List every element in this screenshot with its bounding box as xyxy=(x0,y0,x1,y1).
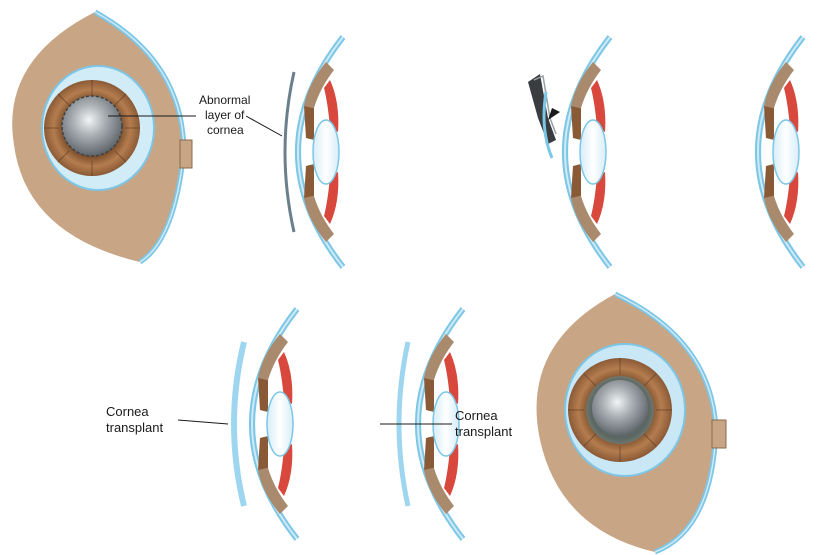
transplant-leader-left xyxy=(178,420,228,424)
cornea-transplant-label-right: Cornea transplant xyxy=(455,408,512,439)
eyeball-front-icon xyxy=(12,12,192,262)
eye-cross-section-icon xyxy=(565,37,610,267)
abnormal-layer-leader-2 xyxy=(246,116,282,136)
eyeball-front-icon xyxy=(537,294,726,552)
eye-cross-section-icon xyxy=(758,37,803,267)
cornea-transplant-label-left: Cornea transplant xyxy=(106,404,163,435)
abnormal-layer-label: Abnormal layer of cornea xyxy=(199,93,254,137)
transplanted-cornea-icon xyxy=(234,309,297,539)
eye-cross-section-icon xyxy=(285,37,343,267)
surgical-instrument-icon xyxy=(528,74,560,158)
